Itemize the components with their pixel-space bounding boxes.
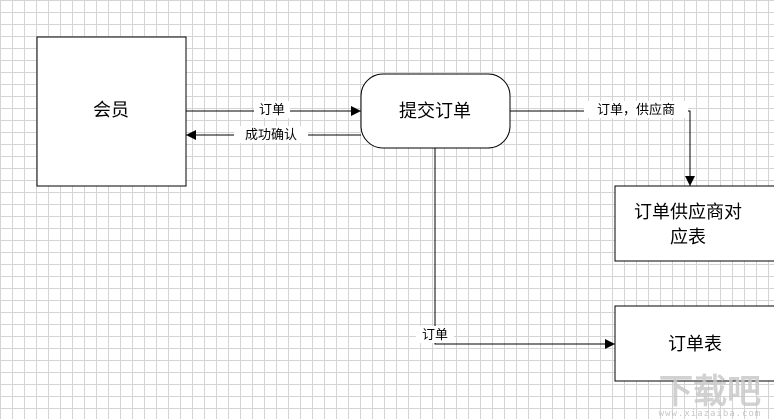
- order-table-store-label: 订单表: [668, 334, 722, 355]
- flow-submit-to-member-label: 成功确认: [245, 128, 297, 143]
- member-entity-label: 会员: [93, 100, 129, 121]
- order-supplier-store-border: [614, 185, 774, 262]
- flow-submit-to-member-label-bg: [234, 126, 308, 143]
- flow-submit-to-order-table-label-bg: [416, 326, 454, 343]
- flow-submit-to-supplier-label-bg: [584, 101, 688, 118]
- flow-submit-to-supplier-label: 订单，供应商: [597, 102, 675, 118]
- watermark-site-text: www.xiazaiba.com: [659, 409, 762, 419]
- flow-member-to-submit-label-bg: [254, 101, 290, 118]
- order-supplier-store-label-line1: 订单供应商对: [634, 202, 742, 223]
- order-supplier-store-bg: [615, 186, 774, 261]
- flow-submit-to-order-table-arrow[interactable]: [434, 148, 615, 349]
- order-table-store-bg: [615, 306, 774, 381]
- flow-submit-to-order-table-label: 订单: [422, 328, 448, 343]
- order-supplier-store-label-line2: 应表: [670, 227, 706, 248]
- flow-member-to-submit-label: 订单: [259, 103, 285, 118]
- watermark-logo: 下载吧 www.xiazaiba.com: [659, 372, 762, 419]
- submit-order-process-label: 提交订单: [399, 101, 471, 122]
- watermark-logo-text: 下载吧: [659, 372, 761, 412]
- flow-submit-to-supplier-arrow[interactable]: [510, 110, 695, 186]
- member-entity-box[interactable]: [36, 36, 187, 187]
